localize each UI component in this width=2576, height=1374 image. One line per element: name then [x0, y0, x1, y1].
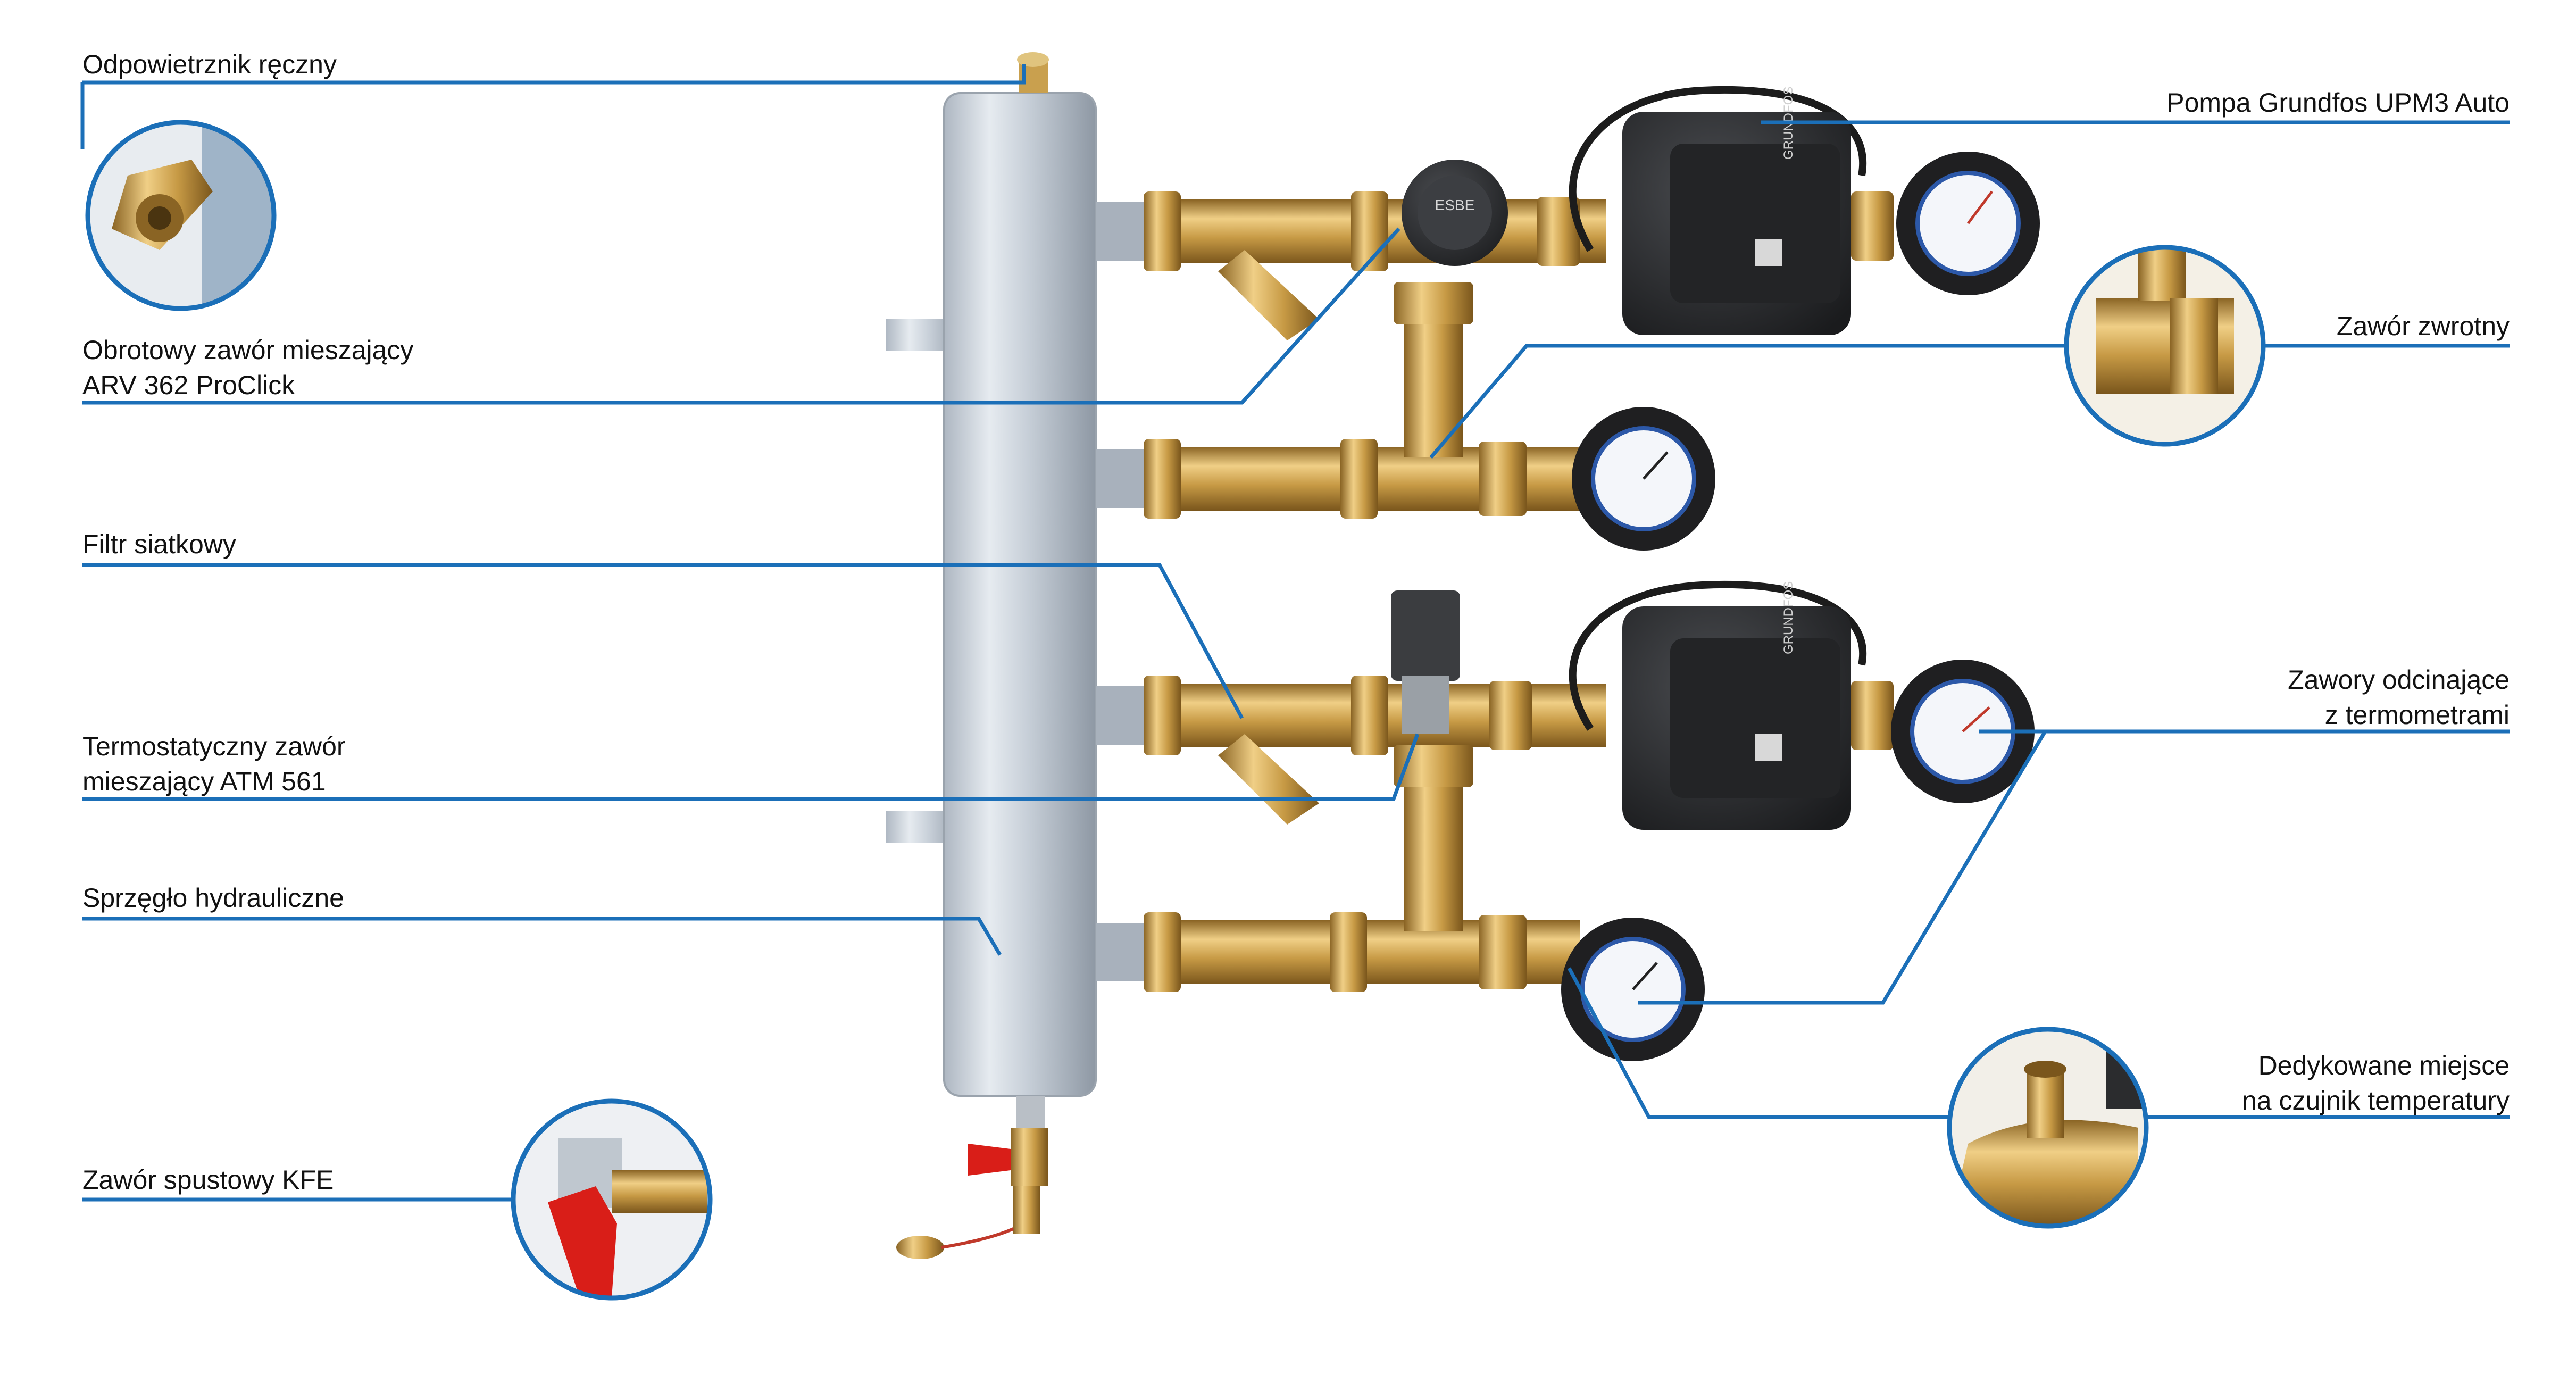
label-drain-valve: Zawór spustowy KFE	[82, 1165, 334, 1195]
label-shutoff-valves: Zawory odcinające z termometrami	[2288, 665, 2510, 730]
inset-sensor-pocket	[1947, 1027, 2149, 1229]
rotary-mixing-valve: ESBE	[1402, 160, 1508, 266]
label-hydraulic-coupler: Sprzęgło hydrauliczne	[82, 883, 344, 913]
lower-circuit: GRUNDFOS	[1096, 581, 2035, 1061]
inset-air-vent	[85, 120, 277, 311]
label-sensor-pocket: Dedykowane miejsce na czujnik temperatur…	[2241, 1051, 2510, 1115]
label-thermostatic-mixing-valve: Termostatyczny zawór mieszający ATM 561	[82, 731, 346, 796]
leader-lines	[80, 64, 2510, 1202]
hydraulic-coupler	[886, 52, 1097, 1128]
label-air-vent: Odpowietrznik ręczny	[82, 49, 337, 79]
inset-check-valve	[2064, 245, 2266, 447]
rotary-valve-brand: ESBE	[1435, 197, 1475, 213]
label-mesh-filter: Filtr siatkowy	[82, 529, 236, 559]
label-check-valve: Zawór zwrotny	[2336, 311, 2510, 341]
upper-circuit: ESBE GRUNDFOS	[1096, 86, 2040, 551]
pump-lower: GRUNDFOS	[1569, 581, 1894, 830]
label-pump: Pompa Grundfos UPM3 Auto	[2166, 88, 2510, 118]
pump-lower-brand: GRUNDFOS	[1781, 581, 1796, 654]
inset-drain-valve	[511, 1098, 713, 1301]
thermometer-upper-return	[1572, 407, 1715, 551]
thermometer-lower-supply	[1891, 660, 2035, 803]
thermometer-upper-supply	[1896, 152, 2040, 295]
thermostatic-mixing-valve	[1391, 590, 1460, 734]
label-rotary-mixing-valve: Obrotowy zawór mieszający ARV 362 ProCli…	[82, 335, 414, 400]
drain-valve	[896, 1128, 1048, 1259]
pump-upper: GRUNDFOS	[1569, 86, 1894, 335]
thermometer-lower-return	[1561, 918, 1705, 1061]
